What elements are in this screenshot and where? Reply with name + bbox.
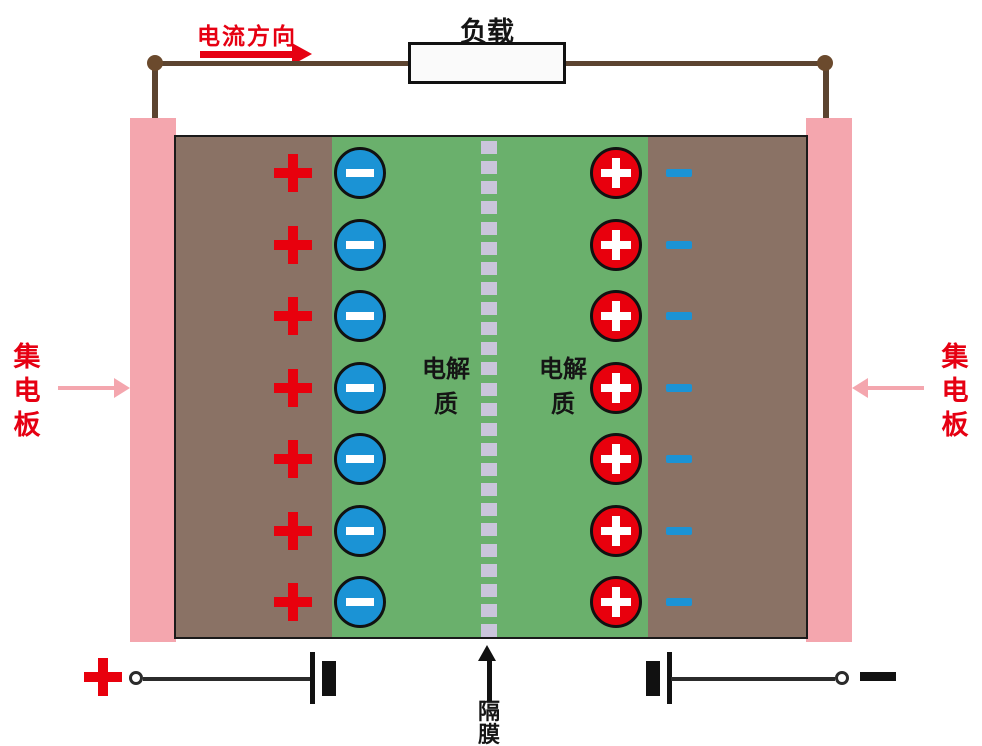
separator-square bbox=[481, 503, 497, 517]
bottom-wire-right bbox=[671, 677, 835, 681]
separator-label: 隔膜 bbox=[477, 700, 500, 746]
separator-arrow bbox=[487, 660, 492, 702]
separator-square bbox=[481, 322, 497, 336]
separator-column bbox=[481, 141, 497, 637]
separator-square bbox=[481, 362, 497, 376]
separator-square bbox=[481, 523, 497, 537]
battery-plate-thick-left bbox=[322, 661, 336, 696]
separator-square bbox=[481, 543, 497, 557]
separator-square bbox=[481, 382, 497, 396]
collector-arrowhead-left-icon bbox=[114, 378, 130, 398]
current-direction-label: 电流方向 bbox=[197, 24, 297, 50]
negative-terminal-icon bbox=[860, 672, 896, 681]
right-joint-dot bbox=[817, 55, 833, 71]
separator-square bbox=[481, 281, 497, 295]
collector-arrowhead-right-icon bbox=[852, 378, 868, 398]
bottom-wire-left bbox=[143, 677, 310, 681]
separator-square bbox=[481, 261, 497, 275]
current-direction-arrow bbox=[200, 51, 294, 58]
terminal-node-left bbox=[129, 671, 143, 685]
separator-square bbox=[481, 402, 497, 416]
collector-label-right: 集电板 bbox=[941, 342, 969, 441]
left-joint-dot bbox=[147, 55, 163, 71]
battery-plate-thin-right bbox=[667, 652, 672, 704]
battery-plate-thick-right bbox=[646, 661, 660, 696]
separator-square bbox=[481, 442, 497, 456]
left-post-wire bbox=[152, 61, 158, 121]
collector-plate-left bbox=[130, 118, 176, 642]
load-resistor-box bbox=[408, 42, 566, 84]
electrode-right bbox=[648, 137, 806, 637]
separator-square bbox=[481, 342, 497, 356]
separator-square bbox=[481, 302, 497, 315]
collector-arrow-left bbox=[58, 386, 114, 390]
electrode-left bbox=[176, 137, 332, 637]
collector-arrow-right bbox=[868, 386, 924, 390]
collector-plate-right bbox=[806, 118, 852, 642]
right-post-wire bbox=[823, 61, 829, 121]
collector-label-left: 集电板 bbox=[13, 342, 41, 441]
separator-square bbox=[481, 201, 497, 215]
separator-square bbox=[481, 161, 497, 175]
separator-square bbox=[481, 221, 497, 235]
separator-square bbox=[481, 463, 497, 476]
separator-square bbox=[481, 241, 497, 255]
electrolyte-label-right: 电解质 bbox=[539, 355, 587, 418]
separator-square bbox=[481, 603, 497, 617]
separator-square bbox=[481, 563, 497, 577]
separator-square bbox=[481, 181, 497, 195]
separator-arrowhead-icon bbox=[478, 645, 496, 661]
separator-square bbox=[481, 483, 497, 497]
separator-square bbox=[481, 624, 497, 637]
positive-terminal-icon bbox=[84, 658, 122, 696]
current-direction-arrowhead-icon bbox=[292, 43, 312, 65]
terminal-node-right bbox=[835, 671, 849, 685]
separator-square bbox=[481, 141, 497, 154]
electrolyte-label-left: 电解质 bbox=[422, 355, 470, 418]
separator-square bbox=[481, 422, 497, 436]
battery-plate-thin-left bbox=[310, 652, 315, 704]
separator-square bbox=[481, 583, 497, 597]
